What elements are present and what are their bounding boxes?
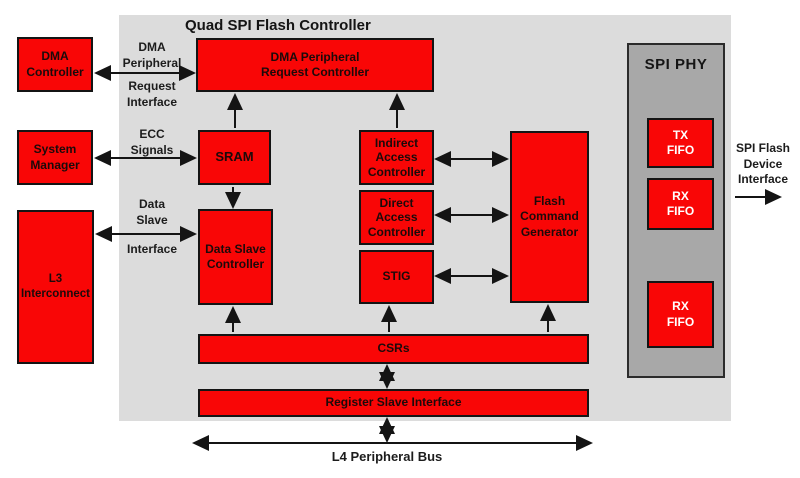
block-rx-fifo-2: RX FIFO [647,281,714,348]
block-tx-fifo: TX FIFO [647,118,714,168]
block-data-slave-controller: Data Slave Controller [198,209,273,305]
block-rx-fifo-1: RX FIFO [647,178,714,230]
label-ecc-signals: ECC Signals [130,127,174,157]
block-flash-command-generator: Flash Command Generator [510,131,589,303]
label-dma-peripheral: DMA Peripheral [122,40,182,70]
spi-phy-title: SPI PHY [644,56,708,73]
block-dma-peripheral-request-controller: DMA Peripheral Request Controller [196,38,434,92]
diagram-title: Quad SPI Flash Controller [185,17,371,34]
label-request-interface: Request Interface [126,79,178,109]
label-data-slave-interface: Interface [126,242,178,256]
block-csrs: CSRs [198,334,589,364]
block-l3-interconnect: L3 Interconnect [17,210,94,364]
block-sram: SRAM [198,130,271,185]
label-spi-flash-device-interface: SPI Flash Device Interface [735,141,791,187]
block-register-slave-interface: Register Slave Interface [198,389,589,417]
block-system-manager: System Manager [17,130,93,185]
label-data-slave: Data Slave [136,197,168,227]
block-direct-access-controller: Direct Access Controller [359,190,434,245]
label-l4-peripheral-bus: L4 Peripheral Bus [331,449,443,464]
block-dma-controller: DMA Controller [17,37,93,92]
block-stig: STIG [359,250,434,304]
block-indirect-access-controller: Indirect Access Controller [359,130,434,185]
